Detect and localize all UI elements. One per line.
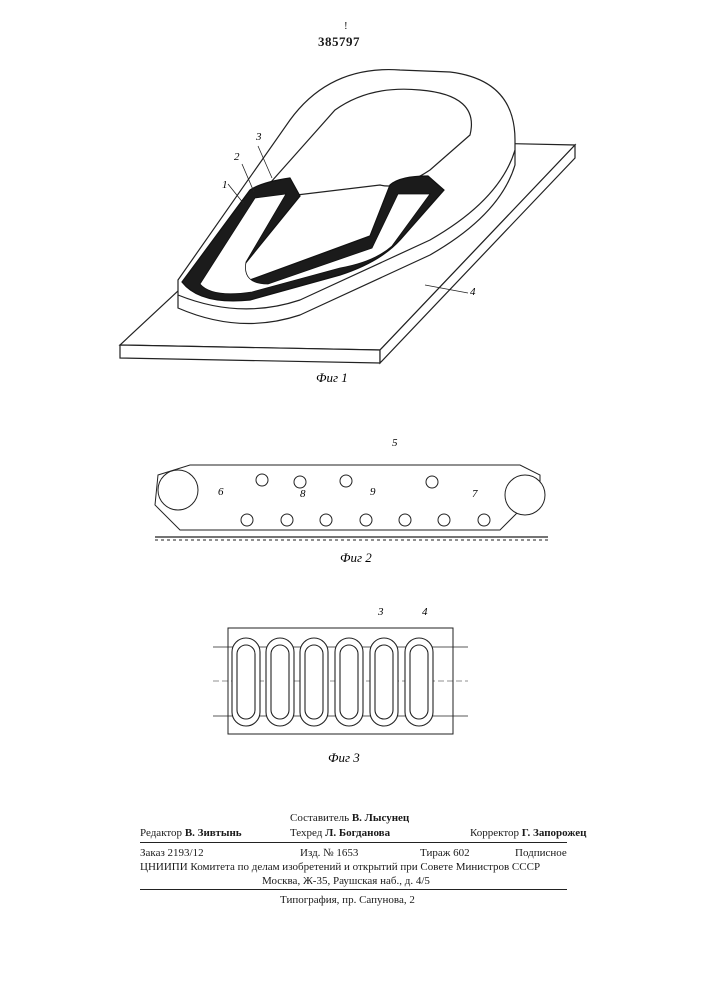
fig2-label-7: 7 xyxy=(472,488,478,500)
fig3-label-3: 3 xyxy=(377,606,384,618)
compiler-name: В. Лысунец xyxy=(352,812,409,824)
fig2-label-5: 5 xyxy=(392,437,398,449)
fig3-caption: Фиг 3 xyxy=(328,750,360,765)
subscription: Подписное xyxy=(515,846,567,860)
corrector-line: Корректор Г. Запорожец xyxy=(470,826,586,840)
org-line: ЦНИИПИ Комитета по делам изобретений и о… xyxy=(140,860,570,874)
circulation: Тираж 602 xyxy=(420,846,470,860)
order-number: Заказ 2193/12 xyxy=(140,846,204,860)
printing-line: Типография, пр. Сапунова, 2 xyxy=(280,893,415,907)
fig2-label-9: 9 xyxy=(370,486,376,498)
footer-rule-1 xyxy=(140,842,567,843)
patent-drawings: 3 2 1 4 Фиг 1 5 6 7 8 9 Фиг 2 3 4 Фиг 3 xyxy=(0,0,707,780)
address-line: Москва, Ж-35, Раушская наб., д. 4/5 xyxy=(262,874,430,888)
fig2-caption: Фиг 2 xyxy=(340,550,372,565)
figure-1-drawing xyxy=(120,70,575,363)
techred-name: Л. Богданова xyxy=(325,827,390,839)
compiler-line: Составитель В. Лысунец xyxy=(290,811,409,825)
fig1-label-2: 2 xyxy=(234,151,240,163)
footer-rule-2 xyxy=(140,889,567,890)
techred-line: Техред Л. Богданова xyxy=(290,826,390,840)
corrector-label: Корректор xyxy=(470,827,519,839)
editor-name: В. Зивтынь xyxy=(185,827,242,839)
fig1-label-4: 4 xyxy=(470,286,476,298)
fig2-label-6: 6 xyxy=(218,486,224,498)
fig1-label-1: 1 xyxy=(222,179,228,191)
techred-label: Техред xyxy=(290,827,322,839)
fig1-caption: Фиг 1 xyxy=(316,370,348,385)
edition-number: Изд. № 1653 xyxy=(300,846,358,860)
corrector-name: Г. Запорожец xyxy=(522,827,587,839)
compiler-label: Составитель xyxy=(290,812,349,824)
figure-2-drawing xyxy=(155,465,548,540)
editor-label: Редактор xyxy=(140,827,182,839)
fig2-label-8: 8 xyxy=(300,488,306,500)
fig3-label-4: 4 xyxy=(422,606,428,618)
fig1-label-3: 3 xyxy=(255,131,262,143)
editor-line: Редактор В. Зивтынь xyxy=(140,826,242,840)
